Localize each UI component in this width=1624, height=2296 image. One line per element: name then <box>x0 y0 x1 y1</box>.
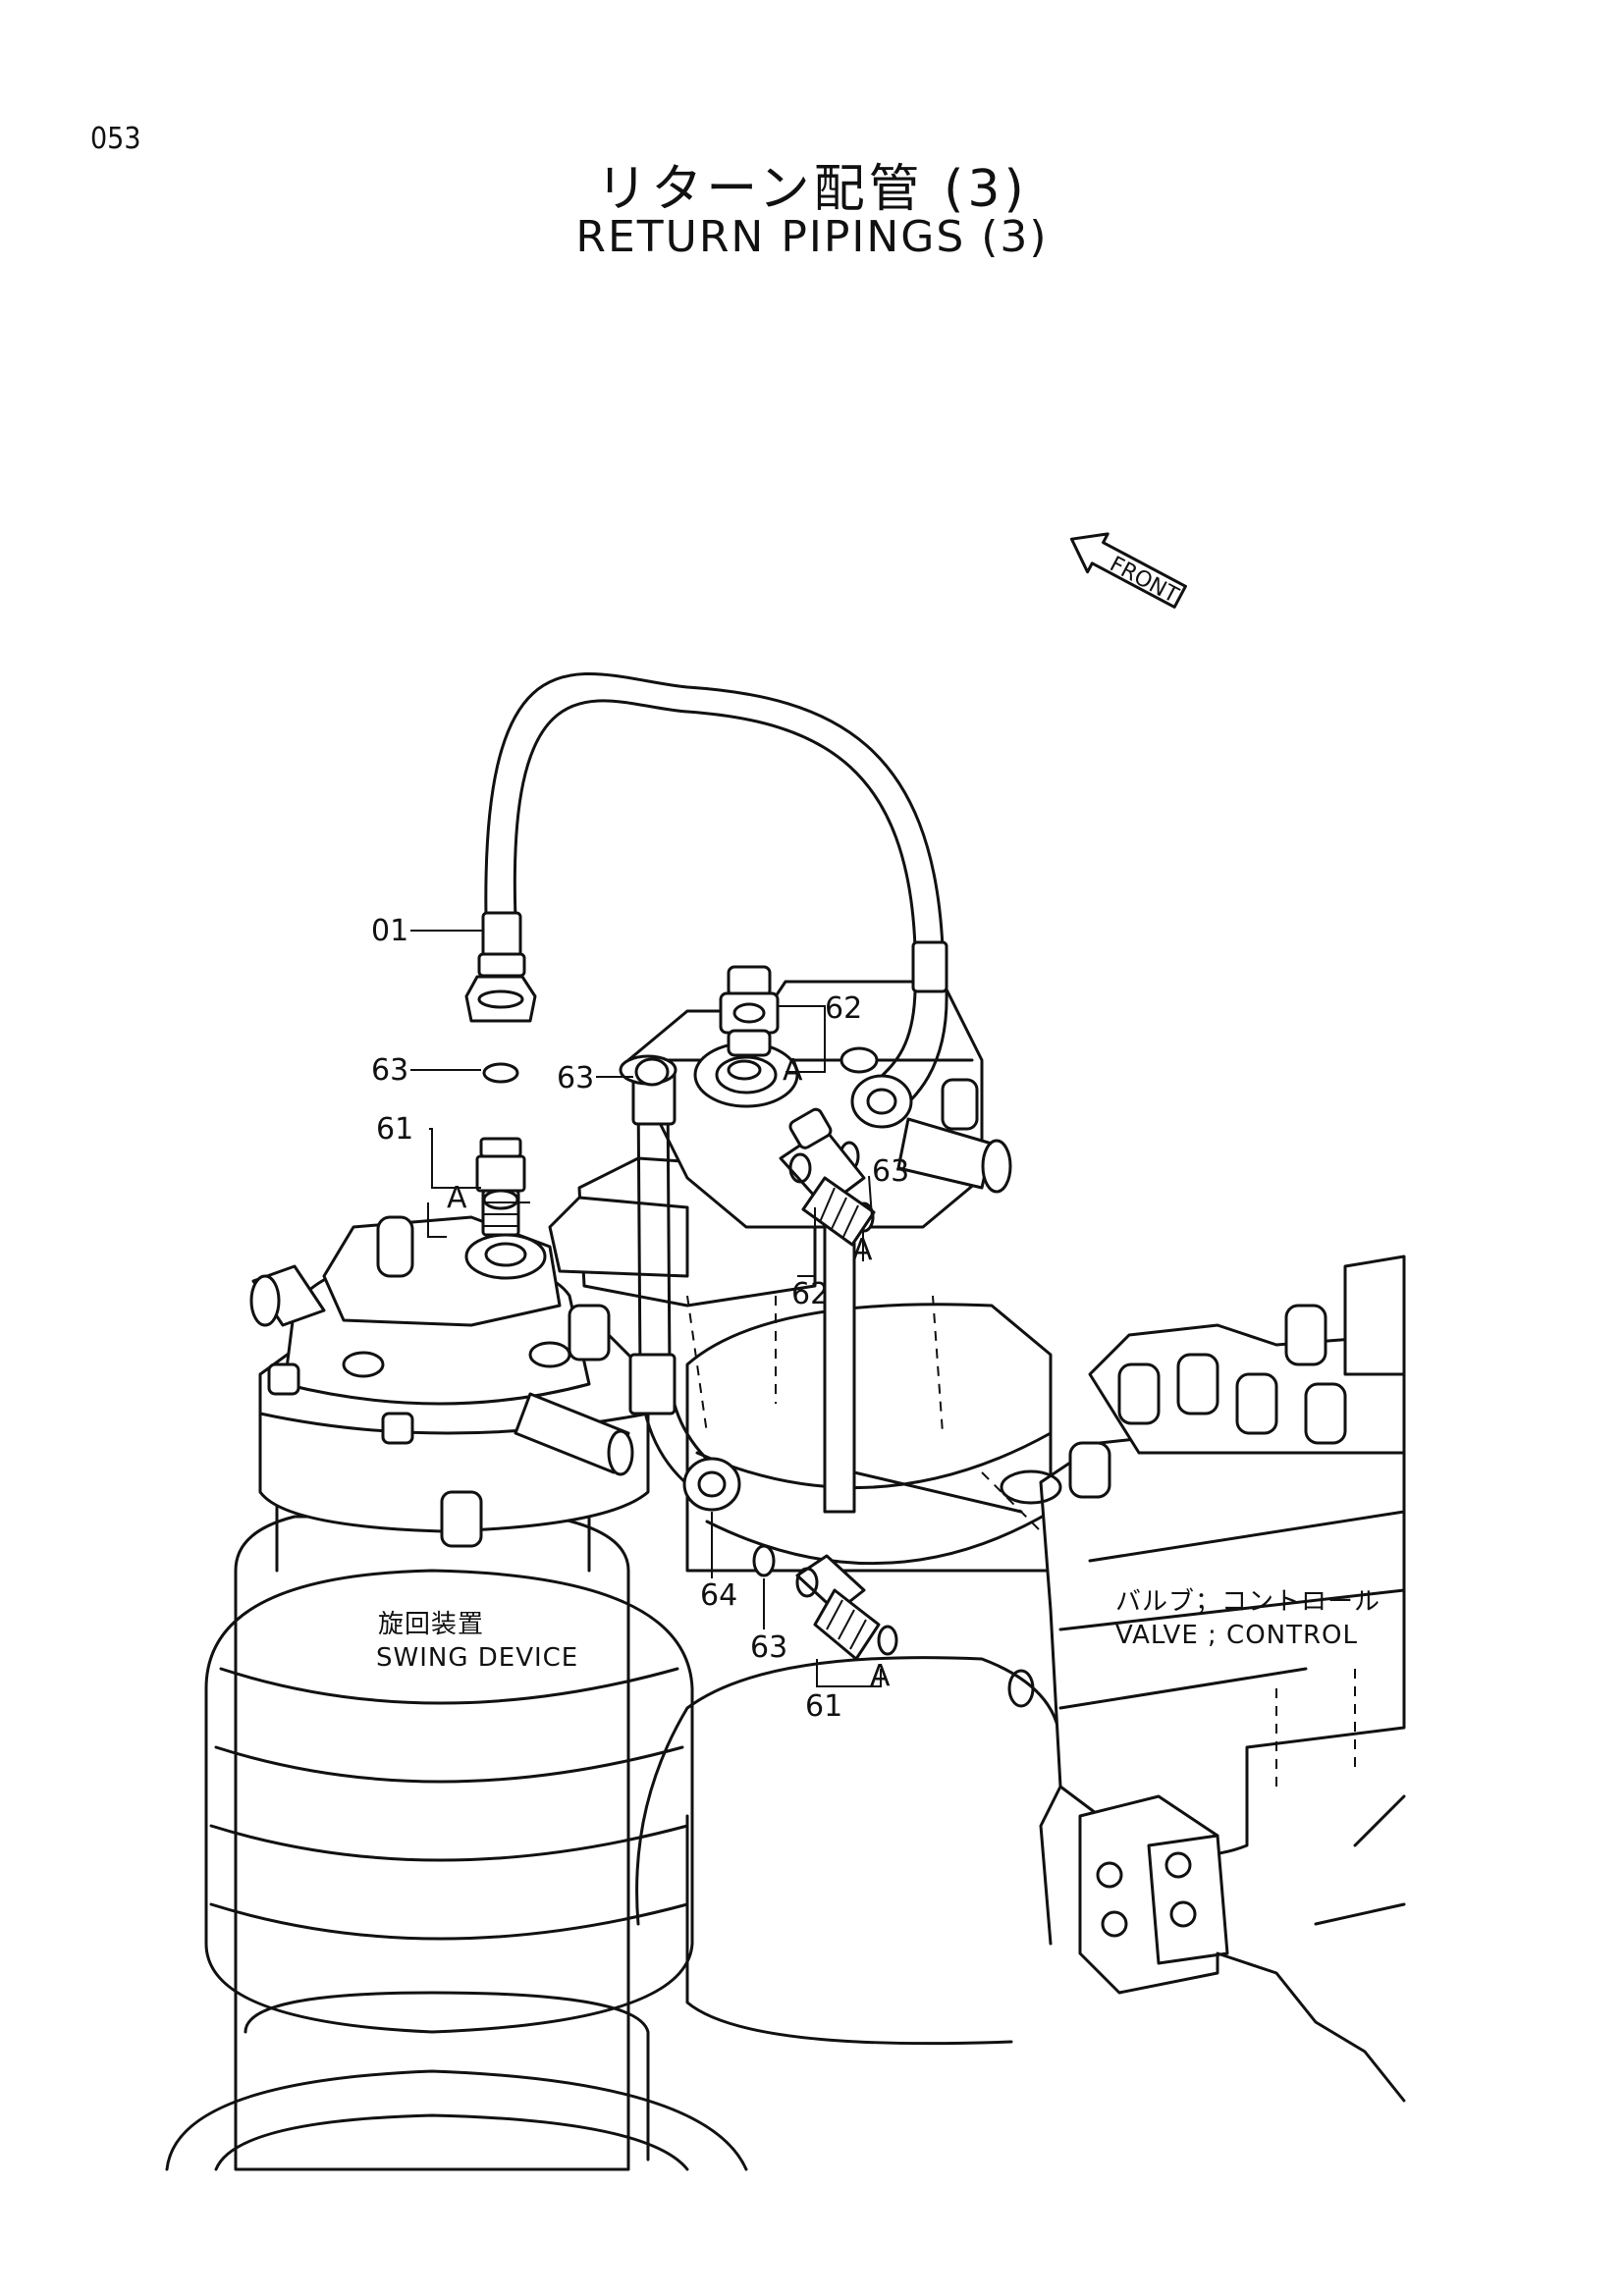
callout-63-right: 63 <box>872 1154 909 1189</box>
o-ring-63-center <box>634 1057 670 1087</box>
center-unit <box>548 980 1062 2046</box>
callout-63-center: 63 <box>557 1061 594 1095</box>
section-mark-a-left: A <box>447 1181 467 1215</box>
page-title-english: RETURN PIPINGS (3) <box>575 212 1049 262</box>
swing-device-label-jp: 旋回装置 <box>378 1610 484 1639</box>
control-valve-label-en: VALVE ; CONTROL <box>1115 1621 1358 1650</box>
adapter-62-elbow <box>779 1107 876 1247</box>
callout-01: 01 <box>371 914 408 948</box>
front-direction-arrow: FRONT <box>1069 532 1187 609</box>
swing-device-label-en: SWING DEVICE <box>376 1643 578 1673</box>
callout-64: 64 <box>700 1578 737 1613</box>
o-ring-63-left <box>482 1062 519 1084</box>
swing-device <box>165 1215 748 2171</box>
hose-01 <box>464 671 948 1129</box>
adapter-61-bottom <box>795 1554 881 1661</box>
o-ring-bottom-a <box>877 1625 898 1656</box>
callout-61-top: 61 <box>376 1112 413 1147</box>
callout-63-left: 63 <box>371 1053 408 1088</box>
section-mark-a-top: A <box>783 1053 803 1088</box>
control-valve <box>1000 1255 1406 2103</box>
o-ring-63-bottom <box>752 1544 776 1577</box>
page-title-japanese: リターン配管 (3) <box>596 160 1028 219</box>
adapter-61-top <box>475 1137 526 1237</box>
o-ring-center-a <box>727 1059 762 1081</box>
callout-62-top: 62 <box>825 991 862 1026</box>
callout-62-elbow: 62 <box>791 1277 829 1311</box>
leader-lines <box>410 930 882 1687</box>
callout-61-bottom: 61 <box>805 1689 842 1724</box>
section-mark-a-right: A <box>852 1233 873 1267</box>
page-number: 053 <box>90 122 141 156</box>
o-ring-left-a <box>482 1189 519 1210</box>
control-valve-label-jp: バルブ；コントロール <box>1115 1587 1380 1617</box>
callout-63-bottom: 63 <box>750 1630 787 1665</box>
section-mark-a-bottom: A <box>870 1659 891 1693</box>
front-label: FRONT <box>1106 552 1183 609</box>
adapter-62-top <box>719 965 780 1057</box>
